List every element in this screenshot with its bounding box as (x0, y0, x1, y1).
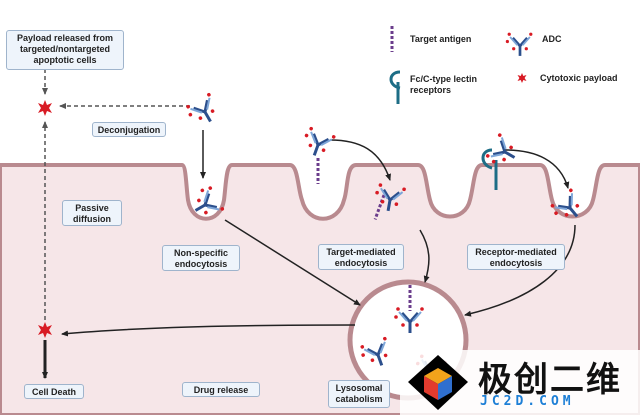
target-mediated-box: Target-mediated endocytosis (318, 244, 404, 270)
receptor-top (481, 148, 498, 190)
payload-released-box: Payload released from targeted/nontarget… (6, 30, 124, 70)
arrow-target-curve (329, 139, 391, 181)
arrow-receptor-curve (504, 149, 570, 189)
watermark-subtitle: JC2D.COM (480, 394, 575, 409)
cytotoxic-payload-icon (517, 73, 527, 83)
deconjugation-box: Deconjugation (92, 122, 166, 137)
adc-free (182, 90, 224, 131)
fc-receptor-icon (389, 70, 401, 104)
legend-fc-receptor: Fc/C-type lectin receptors (410, 74, 478, 95)
legend-target-antigen: Target antigen (410, 34, 472, 44)
payload-star-top (38, 100, 52, 116)
adc-icon (504, 31, 534, 58)
cell-death-box: Cell Death (24, 384, 84, 399)
legend-adc: ADC (542, 34, 562, 44)
arrow-nonspecific-lysosome (224, 219, 361, 306)
watermark-logo (400, 350, 640, 415)
legend-cytotoxic-payload: Cytotoxic payload (540, 73, 618, 83)
passive-diffusion-box: Passive diffusion (62, 200, 122, 226)
non-specific-box: Non-specific endocytosis (162, 245, 240, 271)
watermark: 极创二维 JC2D.COM (400, 350, 640, 415)
watermark-title: 极创二维 (478, 360, 622, 400)
arrow-receptor-lysosome (464, 224, 576, 317)
lysosomal-box: Lysosomal catabolism (328, 380, 390, 408)
arrow-target-lysosome (419, 229, 430, 283)
receptor-mediated-box: Receptor-mediated endocytosis (467, 244, 565, 270)
adc-target-top (297, 124, 338, 162)
drug-release-box: Drug release (182, 382, 260, 397)
payload-star-bottom (38, 322, 52, 338)
arrow-drug-release (61, 324, 356, 337)
